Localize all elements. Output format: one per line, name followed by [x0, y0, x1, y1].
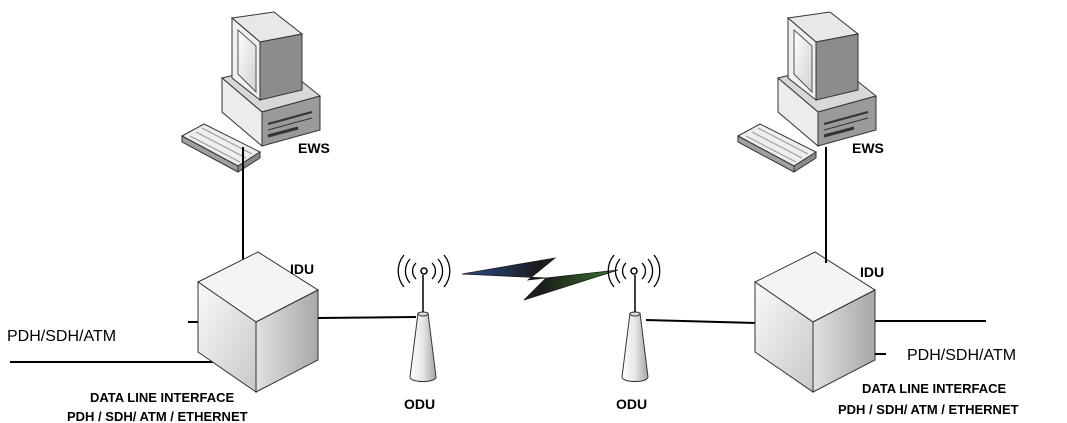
- right-idu-icon: [754, 251, 876, 393]
- left-interface-title: DATA LINE INTERFACE: [90, 390, 235, 405]
- right-line-label: PDH/SDH/ATM: [907, 347, 1016, 364]
- right-odu-label: ODU: [616, 396, 647, 412]
- right-interface-types: PDH / SDH/ ATM / ETHERNET: [838, 402, 1019, 417]
- left-idu-odu-line: [317, 316, 417, 319]
- left-odu-icon: [409, 311, 437, 382]
- right-site: ODU IDU EWS PDH/SDH/ATM DATA LINE INTERF…: [607, 10, 1019, 417]
- right-ews-label: EWS: [852, 140, 884, 156]
- left-radio-waves-icon: [397, 254, 451, 288]
- right-odu-idu-line: [645, 319, 757, 324]
- left-line-label: PDH/SDH/ATM: [7, 328, 116, 345]
- left-site: EWS IDU ODU PDH/SDH/ATM DATA LINE INTERF…: [7, 10, 451, 423]
- right-idu-label: IDU: [860, 264, 884, 280]
- radio-link-lightning-icon: [461, 257, 619, 301]
- left-ews-label: EWS: [298, 140, 330, 156]
- left-idu-label: IDU: [290, 261, 314, 277]
- right-radio-waves-icon: [607, 254, 661, 288]
- left-interface-types: PDH / SDH/ ATM / ETHERNET: [67, 409, 248, 423]
- left-odu-label: ODU: [404, 396, 435, 412]
- right-interface-title: DATA LINE INTERFACE: [862, 381, 1007, 396]
- right-odu-icon: [621, 311, 649, 382]
